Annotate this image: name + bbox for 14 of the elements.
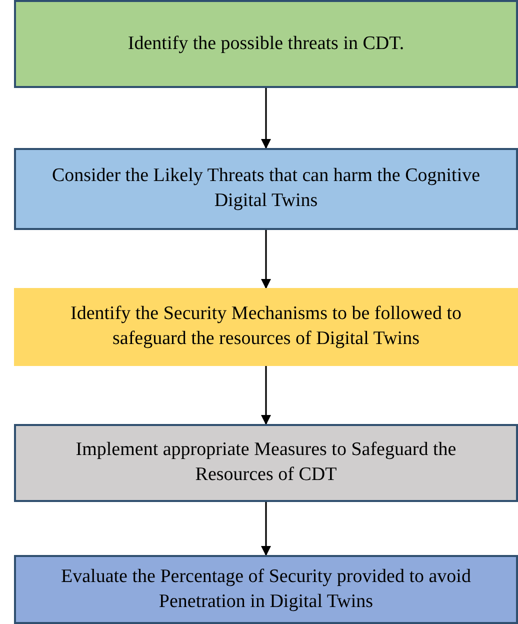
process-box: [14, 148, 518, 230]
arrow: [261, 88, 271, 149]
step-text: Identify the Security Mechanisms to be followed to safeguard the resources of Digital Twins: [70, 302, 462, 351]
process-box: [14, 555, 518, 624]
process-box: [14, 0, 518, 88]
step-text: Evaluate the Percentage of Security provided to avoid Penetration in Digital Twins: [60, 564, 472, 614]
arrow: [261, 502, 271, 556]
arrow: [261, 230, 271, 289]
step-text: Identify the possible threats in CDT.: [128, 32, 404, 56]
process-box: [14, 288, 518, 366]
step-text: Implement appropriate Measures to Safeguard the Resources of CDT: [74, 438, 458, 487]
step-text: Consider the Likely Threats that can harm the Cognitive Digital Twins: [50, 164, 482, 213]
arrow: [261, 366, 271, 425]
process-box: [14, 424, 518, 502]
